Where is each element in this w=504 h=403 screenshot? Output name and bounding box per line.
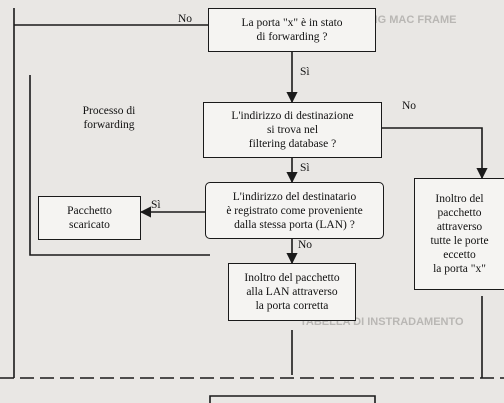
question-same-port: L'indirizzo del destinatario è registrat… — [205, 182, 384, 239]
process-forwarding-label: Processo di forwarding — [82, 105, 136, 131]
question-port-forwarding: La porta "x" è in stato di forwarding ? — [208, 8, 376, 52]
process-frame-inner — [29, 75, 210, 256]
edge-label-q3-no: No — [298, 239, 313, 251]
action-forward-to-lan: Inoltro del pacchetto alla LAN attravers… — [228, 263, 356, 321]
edge-q2-no — [382, 127, 488, 180]
edge-label-q1-yes: Sì — [300, 66, 310, 78]
action-forward-all-ports: Inoltro del pacchetto attraverso tutte l… — [414, 178, 504, 290]
action-packet-discarded: Pacchetto scaricato — [38, 196, 141, 240]
edge-label-q2-no: No — [402, 100, 417, 112]
edge-label-q2-yes: Sì — [300, 162, 310, 174]
edge-label-q1-no: No — [178, 13, 193, 25]
edge-label-q3-yes: Sì — [151, 199, 161, 211]
next-box-stub — [209, 395, 376, 403]
question-in-filtering-db: L'indirizzo di destinazione si trova nel… — [203, 102, 382, 158]
